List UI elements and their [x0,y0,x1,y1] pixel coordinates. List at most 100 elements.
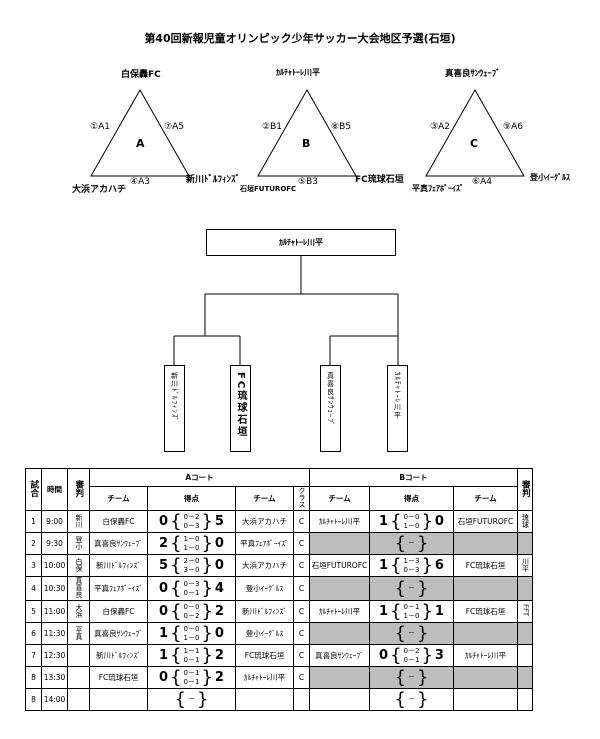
b-away-team: ｶﾙﾁｬﾄｰﾚ川平 [452,644,519,667]
b-halves: － [408,539,415,548]
match-referee [67,688,90,711]
group-b-triangle [257,88,357,177]
bracket-team-4: ｶﾙﾁｬﾄｰﾚ川平 [387,365,408,452]
group-b-match-bottom: ⑤B3 [298,177,318,187]
b-referee: 川平 [517,554,534,577]
header-time: 時間 [41,468,68,511]
a-total-home: 1 [159,648,169,663]
a-total-away: 4 [214,581,224,596]
b-home-team: 石垣FUTUROFC [309,554,370,577]
brace-left-icon: { [390,510,402,532]
b-referee [517,532,534,555]
brace-right-icon: } [201,510,213,532]
b-referee [517,644,534,667]
a-first-half: 1－0 [183,534,200,543]
b-total-away: 1 [434,604,444,619]
b-score-block: {－} [371,668,453,688]
a-second-half: 3－0 [183,565,200,574]
a-away-team: 登小ｲｰｸﾞﾙｽ [235,576,294,601]
b-referee [517,666,534,689]
a-home-team: 白保轟FC [89,600,148,623]
a-home-team: 新川ﾄﾞﾙﾌｨﾝｽﾞ [89,644,148,667]
header-b-away: チーム [452,486,519,511]
brace-right-icon: } [417,622,429,644]
match-referee: 白保 [67,554,90,577]
a-away-team: 大浜アカハチ [235,510,294,533]
a-score: {－} [147,688,236,711]
b-home-team: ｶﾙﾁｬﾄｰﾚ川平 [309,600,370,623]
b-away-team [452,622,519,645]
header-court-a: Aコート [89,468,310,487]
a-first-half: 0－0 [183,624,200,633]
match-time: 14:00 [41,688,68,711]
brace-right-icon: } [201,622,213,644]
match-no: 5 [25,600,42,623]
brace-right-icon: } [197,688,209,710]
b-first-half: － [408,539,415,547]
a-away-team: 大浜アカハチ [235,554,294,577]
a-first-half: － [188,695,195,703]
a-total-away: 5 [214,514,224,529]
a-second-half: 0－1 [183,655,200,664]
a-second-half: 0－2 [183,611,200,620]
brace-left-icon: { [170,644,182,666]
b-score: {－} [369,622,454,645]
bracket-team-4-label: ｶﾙﾁｬﾄｰﾚ川平 [393,372,402,420]
b-second-half: 0－1 [403,655,420,664]
group-a-match-bottom: ④A3 [130,177,150,187]
brace-left-icon: { [170,510,182,532]
bracket-team-1: 新川ﾄﾞﾙﾌｨﾝｽﾞ [164,365,185,452]
header-a-score: 得点 [147,486,236,511]
a-second-half: 0－1 [183,588,200,597]
b-total-home: 1 [379,514,389,529]
b-home-team [309,688,370,711]
match-referee [67,666,90,689]
match-time: 9:30 [41,532,68,555]
bracket-team-2: FC琉球石垣 [230,365,251,452]
b-score-block: {－} [371,578,453,600]
header-b-home: チーム [309,486,370,511]
match-time: 11:30 [41,622,68,645]
b-home-team: ｶﾙﾁｬﾄｰﾚ川平 [309,510,370,533]
b-first-half: 0－2 [403,646,420,655]
group-a-right-team: 新川ﾄﾞﾙﾌｨﾝｽﾞ [186,175,241,185]
bracket-team-2-label: FC琉球石垣 [235,372,246,439]
b-away-team [452,666,519,689]
brace-right-icon: } [201,577,213,599]
b-total-home: 1 [379,558,389,573]
a-away-team: 新川ﾄﾞﾙﾌｨﾝｽﾞ [235,600,294,623]
match-time: 9:00 [41,510,68,533]
brace-left-icon: { [170,554,182,576]
header-a-home: チーム [89,486,148,511]
match-class: C [293,532,310,555]
match-class: C [293,622,310,645]
group-c-left-team: 平真ﾌｪｱﾎﾞｰｲｽﾞ [412,184,464,193]
a-first-half: 2－0 [183,556,200,565]
a-total-home: 0 [159,514,169,529]
match-time: 10:30 [41,576,68,601]
a-total-away: 2 [214,670,224,685]
b-first-half: － [408,695,415,703]
brace-right-icon: } [201,666,213,688]
group-c-triangle [425,88,525,177]
brace-left-icon: { [170,666,182,688]
match-class: C [293,600,310,623]
group-c-letter: C [470,137,479,150]
header-court-b: Bコート [308,468,519,487]
group-a-match-left: ①A1 [90,122,110,132]
